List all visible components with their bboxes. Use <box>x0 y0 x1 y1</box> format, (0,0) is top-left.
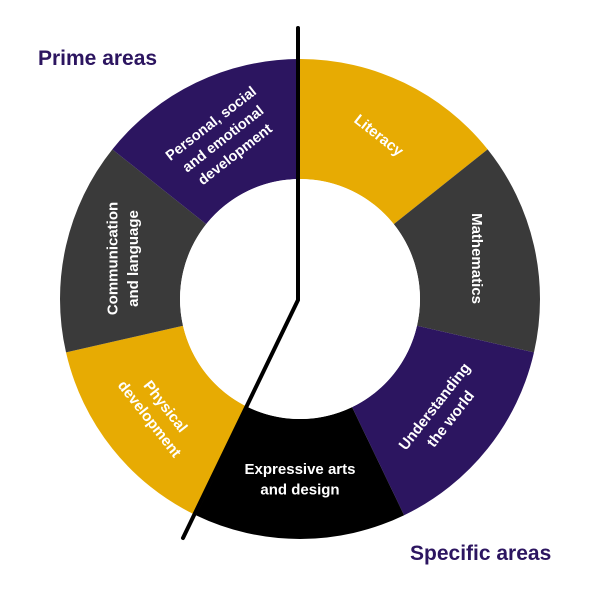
segment-literacy <box>300 59 488 225</box>
segment-label-line: Communication <box>105 202 122 315</box>
segment-label-line: Expressive arts <box>245 461 356 478</box>
segment-communication-language <box>59 149 207 353</box>
segment-label-mathematics: Mathematics <box>468 213 485 304</box>
segment-label-line: and language <box>125 210 142 307</box>
specific-areas-label: Specific areas <box>410 542 552 565</box>
segment-mathematics <box>393 149 540 353</box>
divider-line <box>181 26 300 540</box>
segment-expressive-arts <box>195 407 405 539</box>
segment-understanding-world <box>352 325 534 516</box>
segment-label-expressive-arts: Expressive arts and design <box>245 461 356 498</box>
segment-personal-social-emotional <box>112 59 300 225</box>
segment-label-line: and design <box>260 481 339 498</box>
segment-physical-development <box>66 325 248 516</box>
prime-areas-label: Prime areas <box>38 47 158 70</box>
segment-label-line: Mathematics <box>468 213 485 304</box>
